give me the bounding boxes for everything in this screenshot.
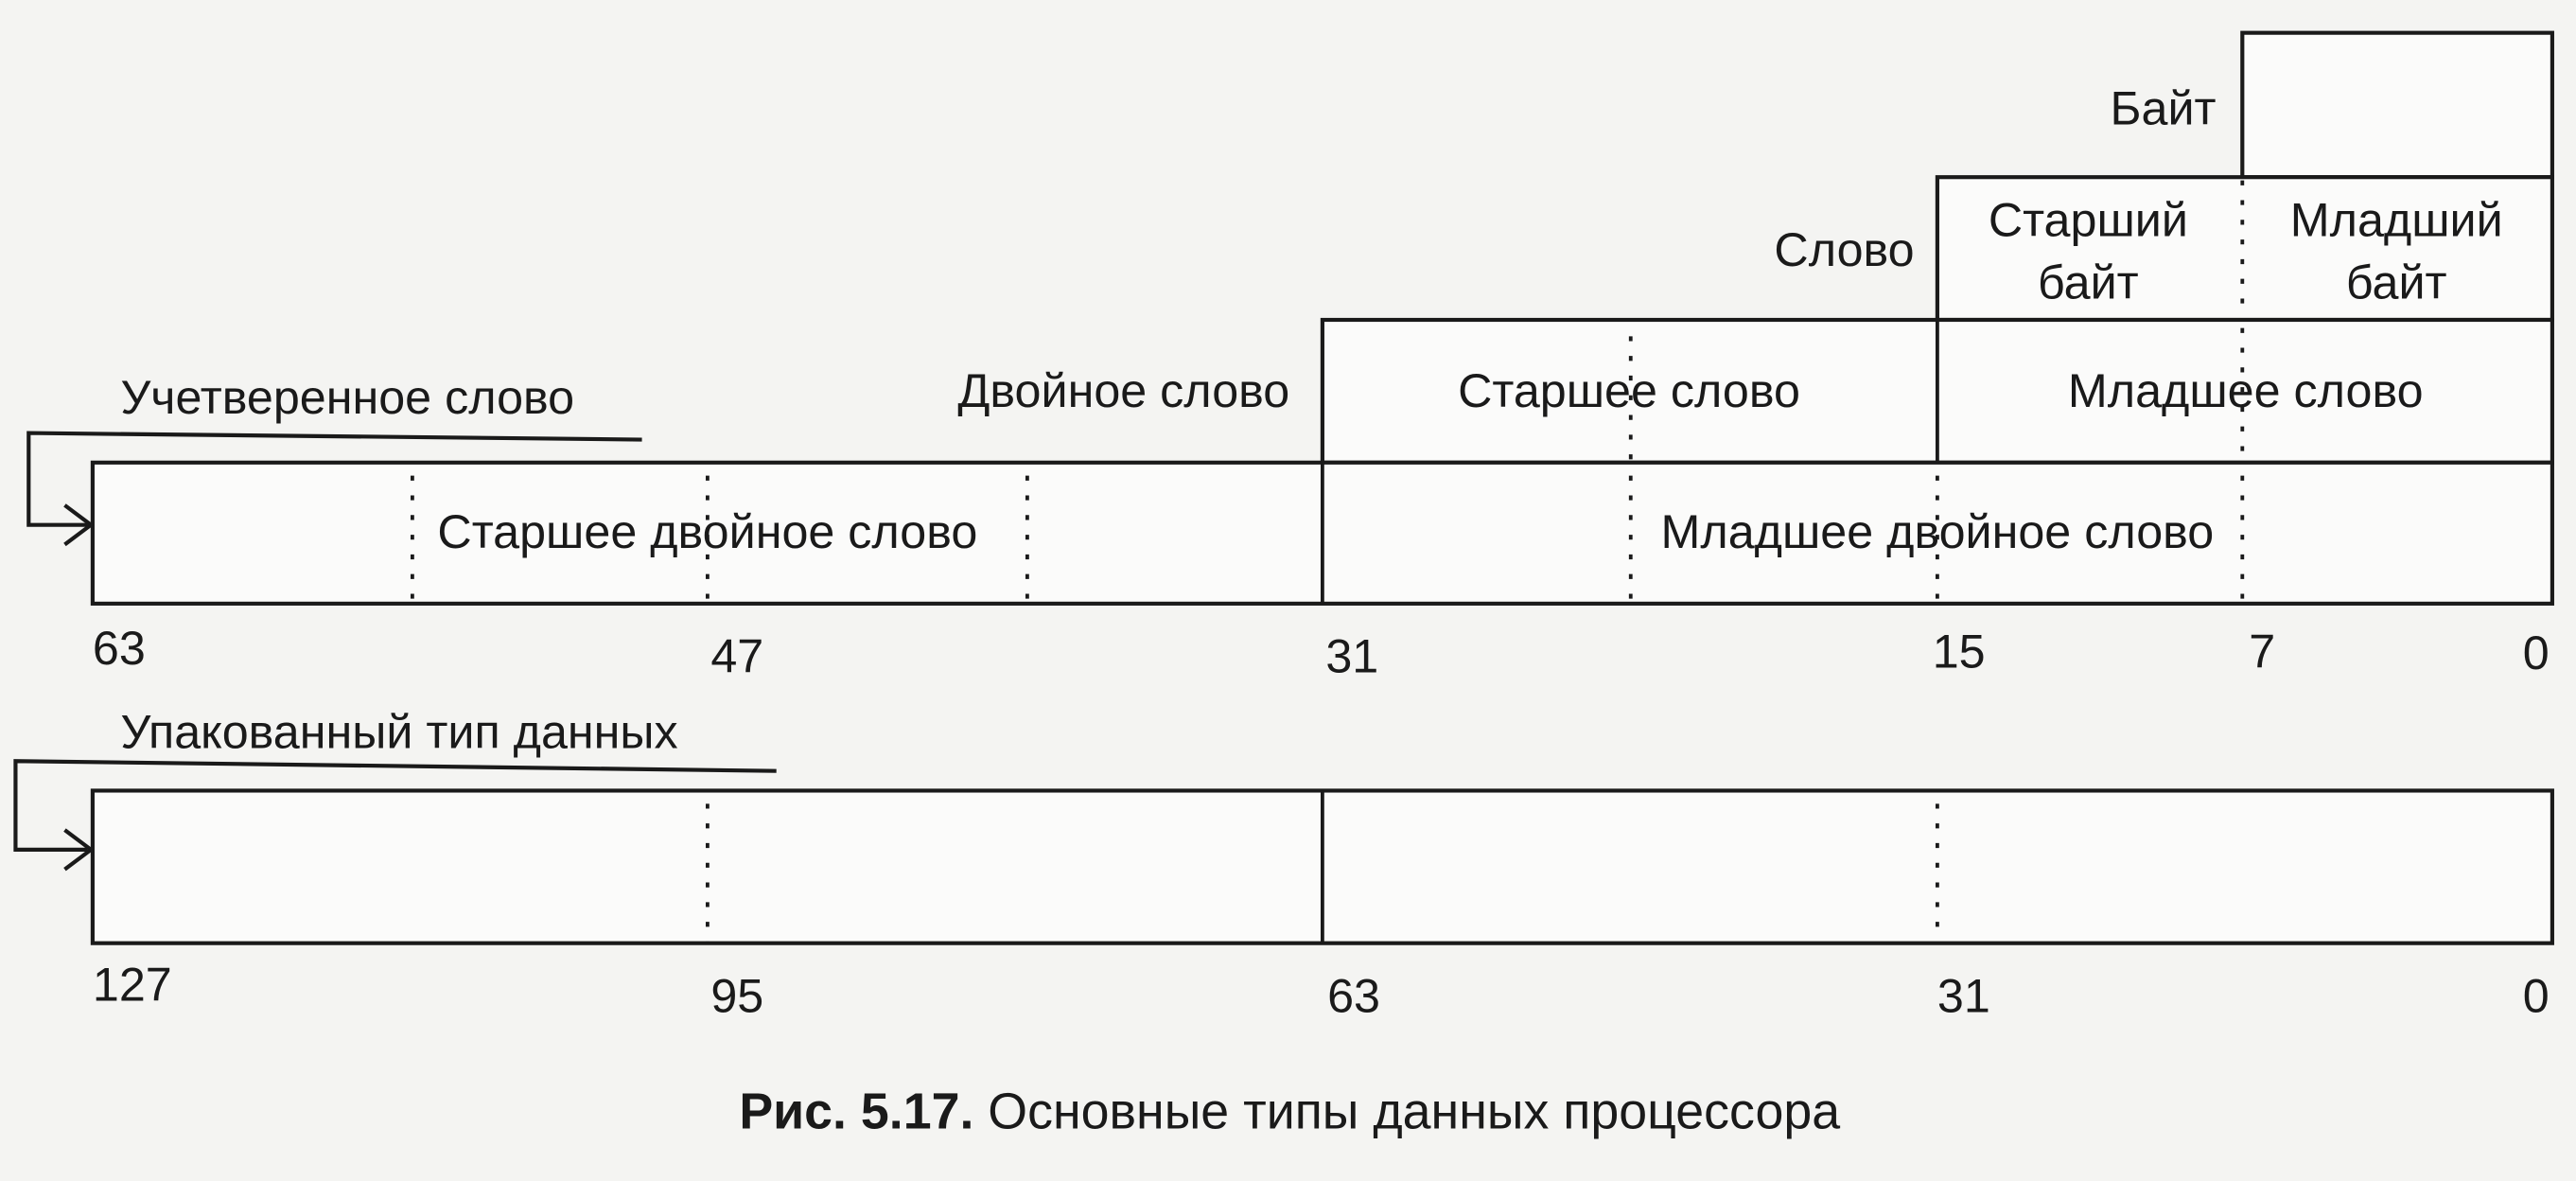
bit-label: 31 xyxy=(1937,969,1990,1022)
bit-label: 7 xyxy=(2249,625,2275,678)
low-byte-label-1: Младший xyxy=(2290,194,2503,247)
bit-label: 63 xyxy=(1327,969,1380,1022)
low-byte-label-2: байт xyxy=(2346,256,2447,308)
qword-bracket xyxy=(26,431,642,527)
bit-label: 63 xyxy=(93,622,146,675)
bit-label: 47 xyxy=(710,630,763,683)
caption-number: Рис. 5.17. xyxy=(739,1084,973,1140)
caption-text: Основные типы данных процессора xyxy=(973,1084,1840,1140)
high-dword-label: Старшее двойное слово xyxy=(437,505,977,558)
word-box xyxy=(1935,175,2554,323)
bit-label: 95 xyxy=(710,969,763,1022)
qword-label: Учетверенное слово xyxy=(120,371,574,424)
low-dword-label: Младшее двойное слово xyxy=(1661,505,2215,558)
bit-label: 15 xyxy=(1933,625,1986,678)
bit-label: 0 xyxy=(2523,626,2550,679)
dword-label: Двойное слово xyxy=(957,364,1289,417)
bit-label: 31 xyxy=(1325,630,1378,683)
byte-label: Байт xyxy=(2111,82,2217,135)
packed-bracket xyxy=(13,759,777,852)
figure-caption: Рис. 5.17. Основные типы данных процессо… xyxy=(739,1084,1840,1140)
high-byte-label-1: Старший xyxy=(1989,194,2188,247)
word-label: Слово xyxy=(1774,223,1914,276)
high-word-label: Старшее слово xyxy=(1458,364,1800,417)
bit-label: 0 xyxy=(2523,969,2550,1022)
packed-label: Упакованный тип данных xyxy=(120,705,677,758)
high-byte-label-2: байт xyxy=(2038,256,2139,308)
bit-label: 127 xyxy=(93,958,172,1011)
low-word-label: Младшее слово xyxy=(2068,364,2424,417)
byte-box xyxy=(2240,30,2554,180)
